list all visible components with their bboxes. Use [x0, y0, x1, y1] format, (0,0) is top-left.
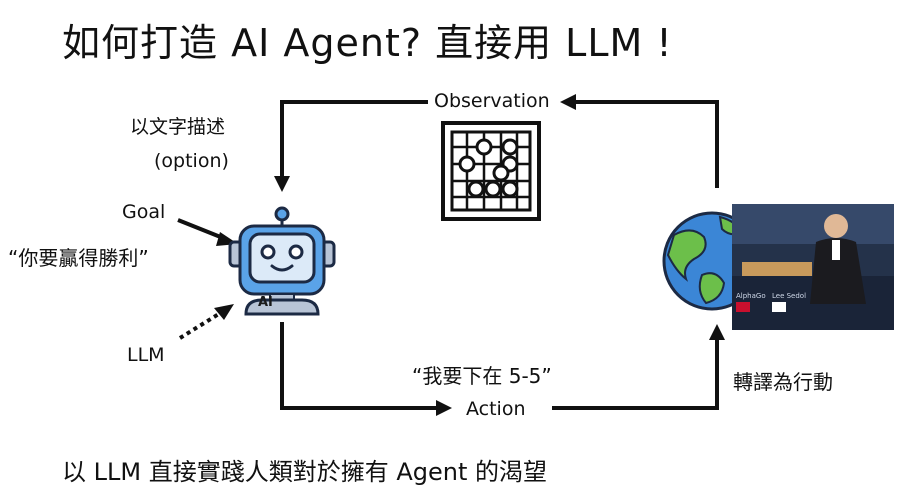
- description-label: 以文字描述 (option): [130, 110, 229, 178]
- goal-label: Goal: [122, 201, 166, 223]
- go-board-icon: [441, 121, 541, 221]
- move-text: “我要下在 5-5”: [412, 364, 552, 388]
- alphago-match-photo: AlphaGo Lee Sedol: [732, 204, 894, 330]
- goal-text: “你要贏得勝利”: [8, 246, 149, 270]
- description-line-2: (option): [154, 150, 229, 172]
- llm-label: LLM: [127, 344, 165, 366]
- observation-label: Observation: [434, 90, 550, 112]
- photo-caption-left: AlphaGo: [736, 292, 766, 300]
- robot-agent-icon: [228, 206, 336, 316]
- description-line-1: 以文字描述: [130, 116, 226, 138]
- observation-arrow-head-down: [274, 176, 290, 192]
- bottom-caption: 以 LLM 直接實踐人類對於擁有 Agent 的渴望: [62, 458, 548, 486]
- llm-arrow: [178, 310, 224, 340]
- translate-label: 轉譯為行動: [733, 370, 833, 394]
- observation-arrow-head: [560, 94, 576, 110]
- action-label: Action: [466, 398, 526, 420]
- photo-caption-right: Lee Sedol: [772, 292, 806, 300]
- observation-arrow: [280, 100, 719, 188]
- action-arrow-head-up: [709, 324, 725, 340]
- llm-arrow-head: [214, 304, 234, 320]
- action-arrow-head: [436, 400, 452, 416]
- slide-title: 如何打造 AI Agent? 直接用 LLM !: [62, 21, 673, 65]
- action-arrow: [280, 322, 719, 410]
- agent-badge: AI: [258, 295, 273, 310]
